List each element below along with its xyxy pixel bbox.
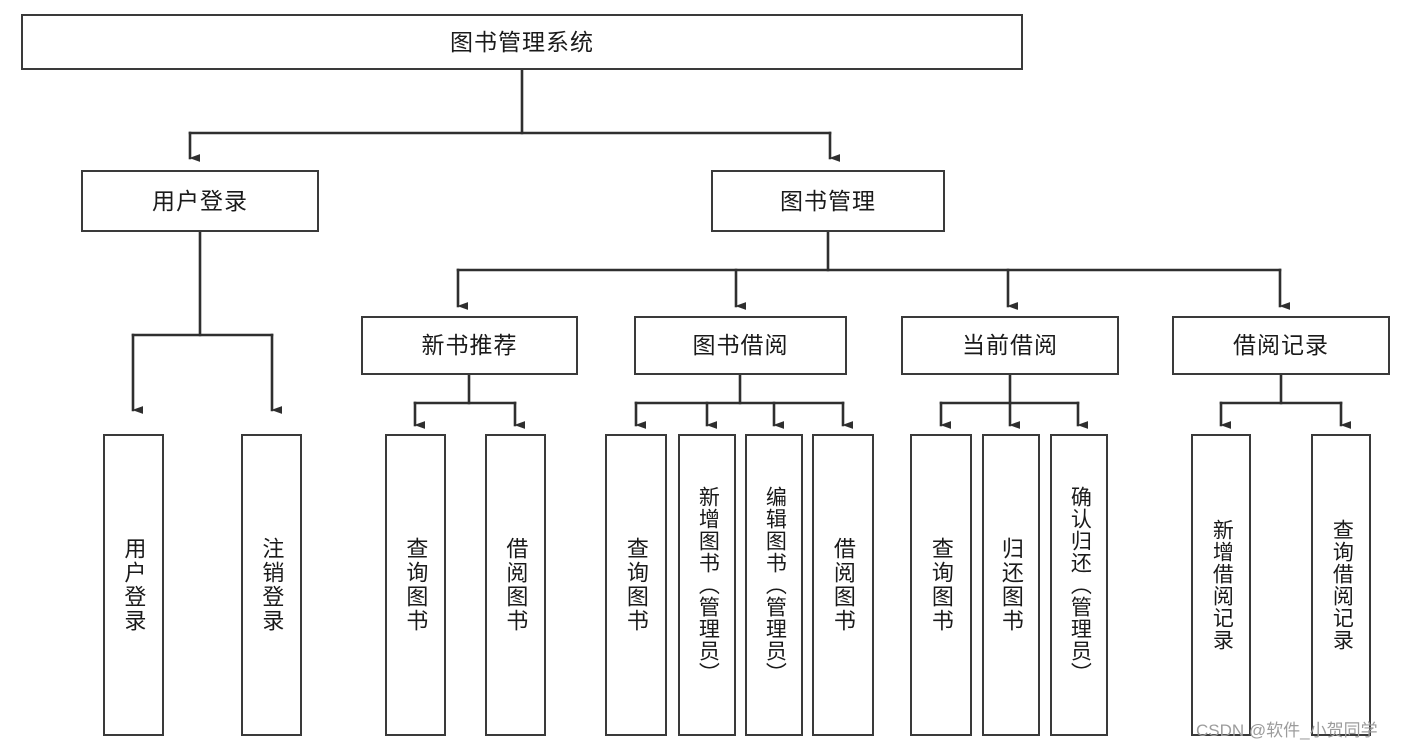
leaf-borrow-book-2[interactable]: 借阅图书 — [812, 434, 874, 736]
leaf-user-login[interactable]: 用户登录 — [103, 434, 164, 736]
node-label: 注销登录 — [259, 537, 285, 633]
node-label: 新书推荐 — [421, 332, 518, 359]
node-label: 图书管理系统 — [450, 28, 594, 55]
node-label: 查询借阅记录 — [1330, 519, 1354, 651]
leaf-query-book-3[interactable]: 查询图书 — [910, 434, 972, 736]
node-user-login[interactable]: 用户登录 — [81, 170, 319, 232]
leaf-return-book[interactable]: 归还图书 — [982, 434, 1040, 736]
node-book-borrow[interactable]: 图书借阅 — [634, 316, 847, 375]
leaf-edit-book[interactable]: 编辑图书（管理员） — [745, 434, 803, 736]
leaf-user-logout[interactable]: 注销登录 — [241, 434, 302, 736]
node-label: 借阅图书 — [503, 537, 529, 633]
node-borrow-record[interactable]: 借阅记录 — [1172, 316, 1390, 375]
node-label: 编辑图书（管理员） — [763, 486, 787, 684]
node-label: 用户登录 — [121, 537, 147, 633]
node-label: 新增借阅记录 — [1210, 519, 1234, 651]
leaf-add-book[interactable]: 新增图书（管理员） — [678, 434, 736, 736]
leaf-borrow-book-1[interactable]: 借阅图书 — [485, 434, 546, 736]
node-label: 借阅记录 — [1233, 332, 1329, 359]
node-label: 查询图书 — [928, 537, 954, 633]
node-label: 当前借阅 — [962, 332, 1058, 359]
node-label: 查询图书 — [403, 537, 429, 633]
leaf-query-record[interactable]: 查询借阅记录 — [1311, 434, 1371, 736]
leaf-query-book-2[interactable]: 查询图书 — [605, 434, 667, 736]
leaf-add-record[interactable]: 新增借阅记录 — [1191, 434, 1251, 736]
node-current-borrow[interactable]: 当前借阅 — [901, 316, 1119, 375]
node-label: 确认归还（管理员） — [1068, 486, 1092, 684]
node-new-book-recommend[interactable]: 新书推荐 — [361, 316, 578, 375]
node-label: 新增图书（管理员） — [696, 486, 720, 684]
node-label: 借阅图书 — [830, 537, 856, 633]
node-book-management[interactable]: 图书管理 — [711, 170, 945, 232]
node-label: 归还图书 — [998, 537, 1024, 633]
leaf-query-book-1[interactable]: 查询图书 — [385, 434, 446, 736]
node-label: 图书管理 — [780, 187, 876, 214]
node-label: 查询图书 — [623, 537, 649, 633]
node-label: 图书借阅 — [692, 332, 789, 359]
node-root-system[interactable]: 图书管理系统 — [21, 14, 1023, 70]
leaf-confirm-return[interactable]: 确认归还（管理员） — [1050, 434, 1108, 736]
watermark-text: CSDN @软件_小贺同学 — [1196, 721, 1378, 740]
node-label: 用户登录 — [152, 187, 248, 214]
